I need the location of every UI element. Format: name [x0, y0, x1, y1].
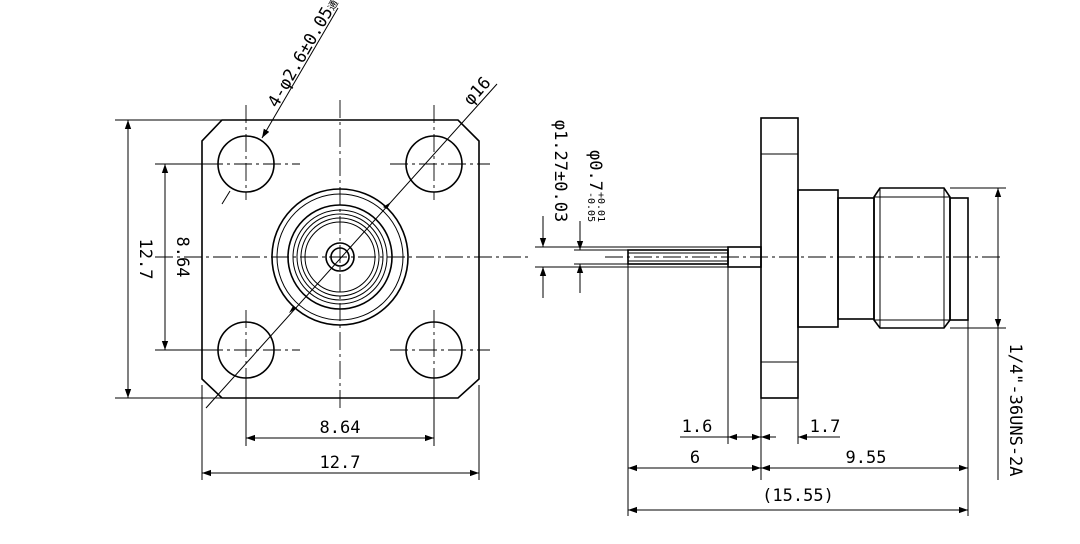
threaded-coupling: [873, 187, 951, 329]
pin-tol-upper: +0.01: [595, 192, 606, 222]
dim-1-6-label: 1.6: [682, 417, 713, 437]
side-flange: [760, 117, 799, 399]
body-neck: [837, 197, 875, 320]
body-collar: [797, 189, 839, 328]
dim-1-7-label: 1.7: [810, 417, 841, 437]
outer-diameter-label: φ16: [460, 73, 495, 109]
end-tube: [949, 197, 969, 321]
dim-height-label: 12.7: [135, 239, 155, 280]
dim-total-label: (15.55): [762, 486, 834, 506]
outer-diameter-leader: [205, 83, 498, 409]
pin-tol-lower: -0.05: [585, 192, 596, 222]
hole-callout-text: 4-φ2.6±0.05: [264, 4, 338, 112]
dim-hole-spacing-vertical-label: 8.64: [172, 237, 192, 278]
thread-spec-label: 1/4"-36UNS-2A: [1005, 343, 1025, 476]
pin-diameter-label: φ0.7: [585, 150, 605, 191]
dim-hole-spacing-horizontal-label: 8.64: [320, 418, 361, 438]
mounting-hole-top-right: [405, 135, 463, 193]
hole-callout-label: 4-φ2.6±0.05通: [264, 0, 343, 111]
side-view: φ1.27±0.03 φ0.7 +0.01 -0.05 1.6 1.7 6 9.…: [535, 117, 1025, 516]
mounting-hole-bottom-right: [405, 321, 463, 379]
front-view: 12.7 8.64 8.64 12.7 4-φ2.6±0.05通 φ16: [115, 0, 530, 480]
dim-9-55-label: 9.55: [846, 448, 887, 468]
hole-callout-leader: [261, 7, 339, 139]
hole-callout-suffix: 通: [326, 0, 341, 13]
dim-6-label: 6: [690, 448, 700, 468]
connector-face: [271, 188, 409, 326]
dim-width-label: 12.7: [320, 453, 361, 473]
shoulder-diameter-label: φ1.27±0.03: [550, 120, 570, 222]
flange-outline: [201, 119, 480, 399]
